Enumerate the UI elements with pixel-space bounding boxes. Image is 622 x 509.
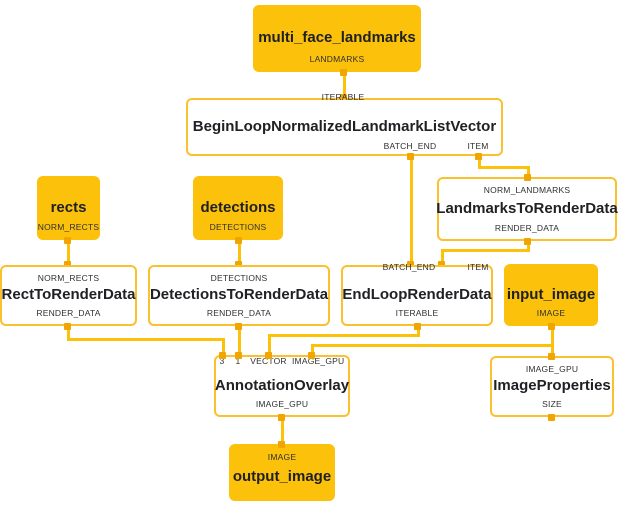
nub-output-image-in	[278, 441, 285, 448]
nub-detections-out	[235, 237, 242, 244]
wire-endloop-left	[268, 334, 420, 337]
node-begin-loop-normalized-landmark-list-vector[interactable]: BeginLoopNormalizedLandmarkListVector	[186, 98, 503, 156]
node-title: RectToRenderData	[1, 286, 136, 304]
node-title: EndLoopRenderData	[342, 286, 492, 304]
node-detections[interactable]: detections DETECTIONS	[193, 176, 283, 240]
nub-imageprops-in	[548, 353, 555, 360]
wire-item-down-b	[527, 166, 530, 177]
node-title: rects	[50, 198, 87, 216]
wire-landmarksrender-left	[441, 249, 530, 252]
wire-landmarksrender-down-a	[527, 241, 530, 251]
nub-imageprops-out	[548, 414, 555, 421]
nub-annotation-overlay-in-vector	[265, 352, 272, 359]
node-title: detections	[200, 198, 276, 216]
nub-detrender-out	[235, 323, 242, 330]
nub-landmarksrender-in	[524, 174, 531, 181]
nub-endloop-in-batchend	[407, 261, 414, 268]
port-label-rect-render-out: RENDER_DATA	[36, 307, 101, 318]
wire-landmarks-to-beginloop	[343, 72, 346, 98]
wire-inputimage-left	[311, 344, 554, 347]
node-title: AnnotationOverlay	[214, 376, 350, 394]
nub-annotation-overlay-out	[278, 414, 285, 421]
port-label-begin-loop-batch-end: BATCH_END	[383, 141, 437, 151]
port-label-output-image-in: IMAGE	[267, 452, 297, 462]
port-label-end-loop-item: ITEM	[467, 262, 489, 272]
nub-endloop-out-iterable	[414, 323, 421, 330]
port-label-annotation-overlay-in-image-gpu: IMAGE_GPU	[292, 356, 345, 366]
port-label-landmarks-render-in: NORM_LANDMARKS	[483, 185, 571, 195]
nub-beginloop-out-batchend	[407, 153, 414, 160]
wire-batchend-down	[410, 156, 413, 264]
node-rect-to-render-data[interactable]: RectToRenderData NORM_RECTS RENDER_DATA	[0, 265, 137, 326]
nub-annotation-overlay-in-1	[235, 352, 242, 359]
nub-beginloop-in-iterable	[340, 94, 347, 101]
wire-rectrender-down-b	[222, 338, 225, 355]
port-label-annotation-overlay-in-vector: VECTOR	[250, 356, 287, 366]
wire-inputimage-down-b	[311, 344, 314, 355]
port-label-detections-render-out: RENDER_DATA	[206, 307, 272, 318]
node-landmarks-to-render-data[interactable]: LandmarksToRenderData NORM_LANDMARKS REN…	[436, 177, 618, 241]
node-title: input_image	[506, 285, 596, 303]
port-label-rect-render-in: NORM_RECTS	[37, 273, 100, 283]
node-end-loop-render-data[interactable]: EndLoopRenderData ITERABLE	[341, 265, 493, 326]
nub-detrender-in	[235, 261, 242, 268]
node-rects[interactable]: rects NORM_RECTS	[37, 176, 100, 240]
nub-annotation-overlay-in-image-gpu	[308, 352, 315, 359]
wire-item-down-a	[478, 156, 481, 169]
port-label-end-loop-out: ITERABLE	[395, 307, 439, 318]
nub-landmarksrender-out	[524, 238, 531, 245]
port-label-image-properties-out: SIZE	[542, 398, 562, 409]
port-label-rects-out: NORM_RECTS	[37, 221, 100, 232]
wire-landmarksrender-down-b	[441, 249, 444, 265]
nub-endloop-in-item	[438, 261, 445, 268]
port-label-detections-out: DETECTIONS	[209, 221, 267, 232]
wire-endloop-down-a	[417, 326, 420, 335]
nub-multi-face-landmarks-out	[340, 69, 347, 76]
nub-rectrender-in	[64, 261, 71, 268]
wire-endloop-down-b	[268, 334, 271, 355]
nub-annotation-overlay-in-3	[219, 352, 226, 359]
port-label-input-image-out: IMAGE	[536, 307, 566, 318]
nub-rectrender-out	[64, 323, 71, 330]
port-label-landmarks-render-out: RENDER_DATA	[494, 222, 560, 233]
port-label-begin-loop-iterable: ITERABLE	[321, 92, 365, 102]
node-title: multi_face_landmarks	[258, 29, 416, 47]
port-label-landmarks-out: LANDMARKS	[309, 53, 365, 64]
node-title: output_image	[232, 468, 332, 486]
port-label-annotation-overlay-in-1: 1	[235, 356, 241, 366]
wire-rectrender-right	[67, 338, 225, 341]
wire-overlay-to-output	[281, 417, 284, 444]
port-label-begin-loop-item: ITEM	[467, 141, 489, 151]
node-title: DetectionsToRenderData	[149, 286, 329, 304]
node-title: LandmarksToRenderData	[436, 199, 618, 217]
nub-inputimage-out	[548, 323, 555, 330]
node-input-image[interactable]: input_image IMAGE	[504, 264, 598, 326]
port-label-end-loop-batch-end: BATCH_END	[382, 262, 436, 272]
wire-detections-down	[238, 240, 241, 265]
wire-rectrender-down-a	[67, 326, 70, 340]
wire-item-right	[478, 166, 528, 169]
wire-detrender-down	[238, 326, 241, 356]
port-label-annotation-overlay-in-3: 3	[219, 356, 225, 366]
wire-rects-down	[67, 240, 70, 265]
nub-rects-out	[64, 237, 71, 244]
node-output-image[interactable]: IMAGE output_image	[229, 444, 335, 501]
node-title: BeginLoopNormalizedLandmarkListVector	[192, 117, 497, 135]
port-label-image-properties-in: IMAGE_GPU	[525, 364, 579, 374]
port-label-detections-render-in: DETECTIONS	[210, 273, 268, 283]
wire-inputimage-to-imageprops	[551, 326, 554, 356]
node-detections-to-render-data[interactable]: DetectionsToRenderData DETECTIONS RENDER…	[148, 265, 330, 326]
node-title: ImageProperties	[493, 377, 611, 395]
port-label-annotation-overlay-out: IMAGE_GPU	[255, 398, 309, 409]
node-image-properties[interactable]: ImageProperties IMAGE_GPU SIZE	[490, 356, 614, 417]
nub-beginloop-out-item	[475, 153, 482, 160]
node-multi-face-landmarks[interactable]: multi_face_landmarks LANDMARKS	[253, 5, 421, 72]
